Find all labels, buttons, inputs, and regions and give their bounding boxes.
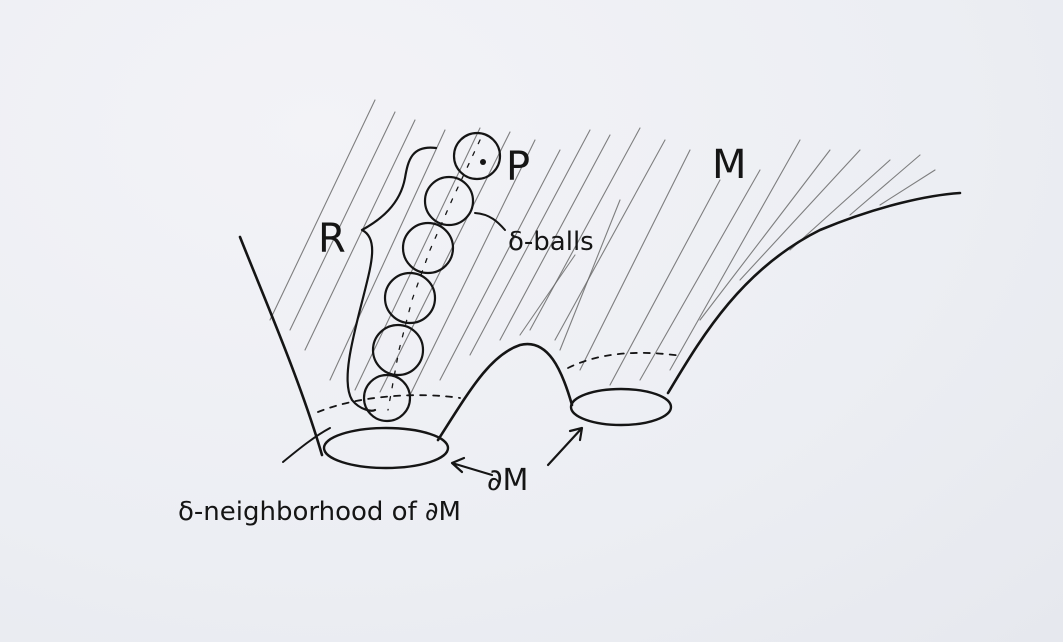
manifold-outline — [240, 193, 960, 455]
surface-hatching — [270, 100, 935, 395]
label-r: R — [318, 216, 346, 262]
boundary-component-right — [571, 389, 671, 425]
label-boundary: ∂M — [487, 463, 528, 498]
label-neighborhood: δ-neighborhood of ∂M — [178, 497, 461, 527]
point-p-dot — [480, 159, 486, 165]
region-brace — [348, 148, 436, 411]
label-delta-balls: δ-balls — [508, 227, 594, 257]
neighborhood-dashed-curves — [318, 353, 682, 412]
label-m: M — [712, 142, 747, 188]
boundary-component-left — [324, 428, 448, 468]
label-p: P — [506, 144, 530, 190]
